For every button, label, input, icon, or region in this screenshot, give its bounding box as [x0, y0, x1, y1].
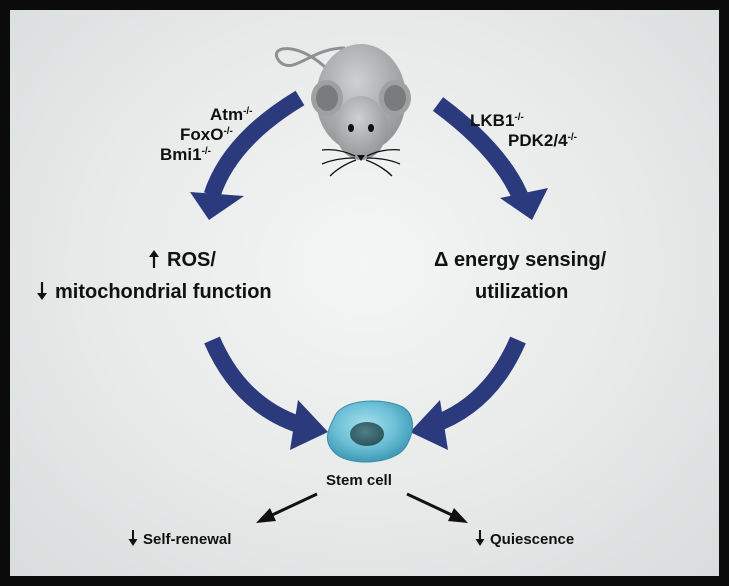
stem-cell-label: Stem cell	[326, 472, 392, 490]
arrow-genes-right-to-energy	[432, 97, 548, 220]
energy-sensing-text: energy sensing/	[453, 249, 607, 271]
gene-label-foxo: FoxO-/-	[180, 125, 233, 145]
stem-cell-icon	[327, 400, 414, 463]
mitochondrial-function-label: mitochondrial function	[36, 280, 272, 304]
gene-name: FoxO	[180, 125, 224, 144]
energy-sensing-label: Δ energy sensing/	[434, 248, 606, 272]
ros-label: ROS/	[148, 248, 216, 272]
down-arrow-icon	[475, 530, 485, 546]
gene-genotype: -/-	[567, 132, 577, 143]
gene-label-lkb1: LKB1-/-	[470, 111, 524, 131]
arrow-ros-to-stem-cell	[204, 336, 328, 450]
utilization-label: utilization	[475, 280, 568, 304]
gene-name: LKB1	[470, 111, 515, 130]
down-arrow-icon	[128, 530, 138, 546]
arrow-energy-to-stem-cell	[410, 336, 526, 450]
quiescence-text: Quiescence	[490, 531, 575, 548]
gene-name: PDK2/4	[508, 131, 568, 150]
gene-genotype: -/-	[243, 106, 253, 117]
gene-label-bmi1: Bmi1-/-	[160, 145, 211, 165]
self-renewal-label: Self-renewal	[128, 530, 231, 549]
utilization-text: utilization	[475, 281, 569, 303]
stem-cell-text: Stem cell	[326, 472, 392, 489]
gene-genotype: -/-	[201, 146, 212, 157]
gene-name: Atm	[210, 105, 244, 124]
arrow-stem-cell-to-self-renewal	[256, 492, 318, 523]
gene-label-atm: Atm-/-	[210, 105, 253, 125]
arrow-stem-cell-to-quiescence	[406, 492, 468, 523]
ros-text: ROS/	[167, 249, 216, 271]
up-arrow-icon	[148, 250, 160, 268]
arrow-genes-left-to-ros	[190, 90, 305, 220]
gene-genotype: -/-	[514, 112, 524, 123]
mouse-icon	[274, 44, 411, 177]
gene-genotype: -/-	[223, 126, 233, 137]
gene-name: Bmi1	[160, 145, 202, 164]
self-renewal-text: Self-renewal	[143, 531, 232, 548]
quiescence-label: Quiescence	[475, 530, 574, 549]
mitochondrial-function-text: mitochondrial function	[55, 281, 272, 303]
delta-symbol: Δ	[434, 249, 449, 271]
gene-label-pdk24: PDK2/4-/-	[508, 131, 577, 151]
down-arrow-icon	[36, 282, 48, 300]
